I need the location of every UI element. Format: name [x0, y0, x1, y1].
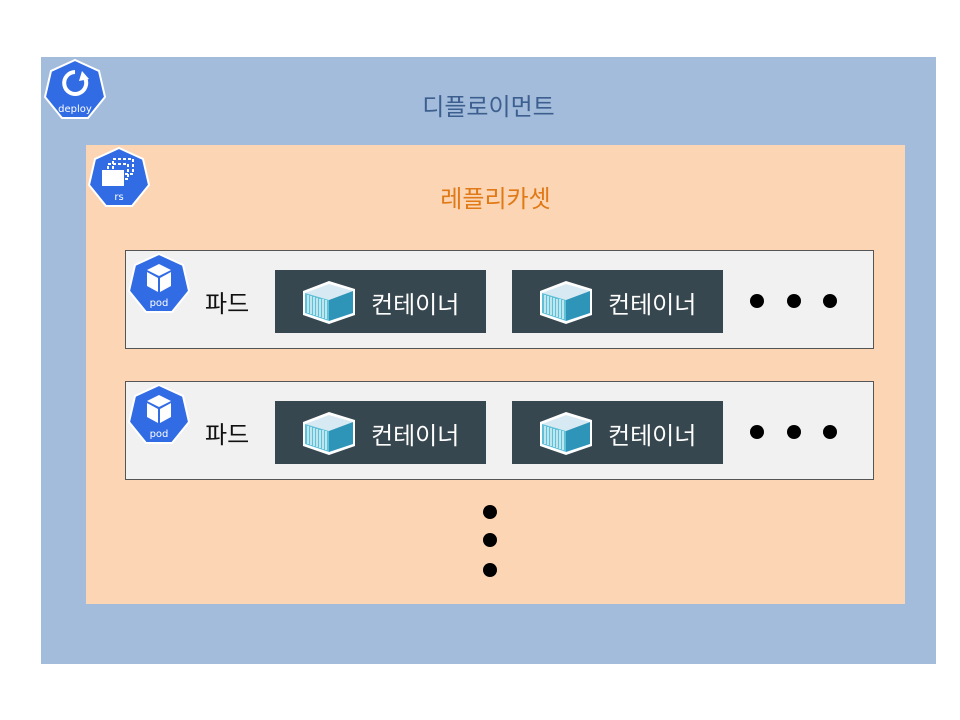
container-icon	[536, 410, 594, 456]
vertical-ellipsis-dot	[483, 533, 497, 547]
vertical-ellipsis-dot	[483, 563, 497, 577]
pod-label: 파드	[205, 290, 250, 318]
container-label: 컨테이너	[608, 291, 697, 319]
container-box: 컨테이너	[512, 401, 723, 464]
container-icon	[536, 279, 594, 325]
container-icon	[299, 279, 357, 325]
pod-label: 파드	[205, 421, 250, 449]
ellipsis-dot	[750, 294, 764, 308]
deploy-icon-label: deploy	[58, 104, 92, 115]
pod-icon: pod	[127, 252, 191, 316]
replicaset-title: 레플리카셋	[440, 185, 551, 213]
container-icon	[299, 410, 357, 456]
container-box: 컨테이너	[512, 270, 723, 333]
ellipsis-dot	[787, 425, 801, 439]
pod-icon-label: pod	[150, 298, 169, 309]
container-label: 컨테이너	[371, 291, 460, 319]
replicaset-icon-label: rs	[114, 192, 123, 203]
replicaset-box: 레플리카셋 rs	[86, 145, 905, 604]
pod-box: 파드 컨테이너 컨테이너	[125, 250, 874, 349]
deploy-icon: deploy	[43, 58, 107, 122]
vertical-ellipsis-dot	[483, 505, 497, 519]
ellipsis-dot	[787, 294, 801, 308]
deployment-title: 디플로이먼트	[422, 93, 555, 121]
container-label: 컨테이너	[371, 422, 460, 450]
pod-icon-label: pod	[150, 429, 169, 440]
container-label: 컨테이너	[608, 422, 697, 450]
replicaset-icon: rs	[87, 146, 151, 210]
pod-box: 파드 컨테이너 컨테이너	[125, 381, 874, 480]
ellipsis-dot	[823, 294, 837, 308]
container-box: 컨테이너	[275, 270, 486, 333]
container-box: 컨테이너	[275, 401, 486, 464]
ellipsis-dot	[823, 425, 837, 439]
pod-icon: pod	[127, 383, 191, 447]
ellipsis-dot	[750, 425, 764, 439]
